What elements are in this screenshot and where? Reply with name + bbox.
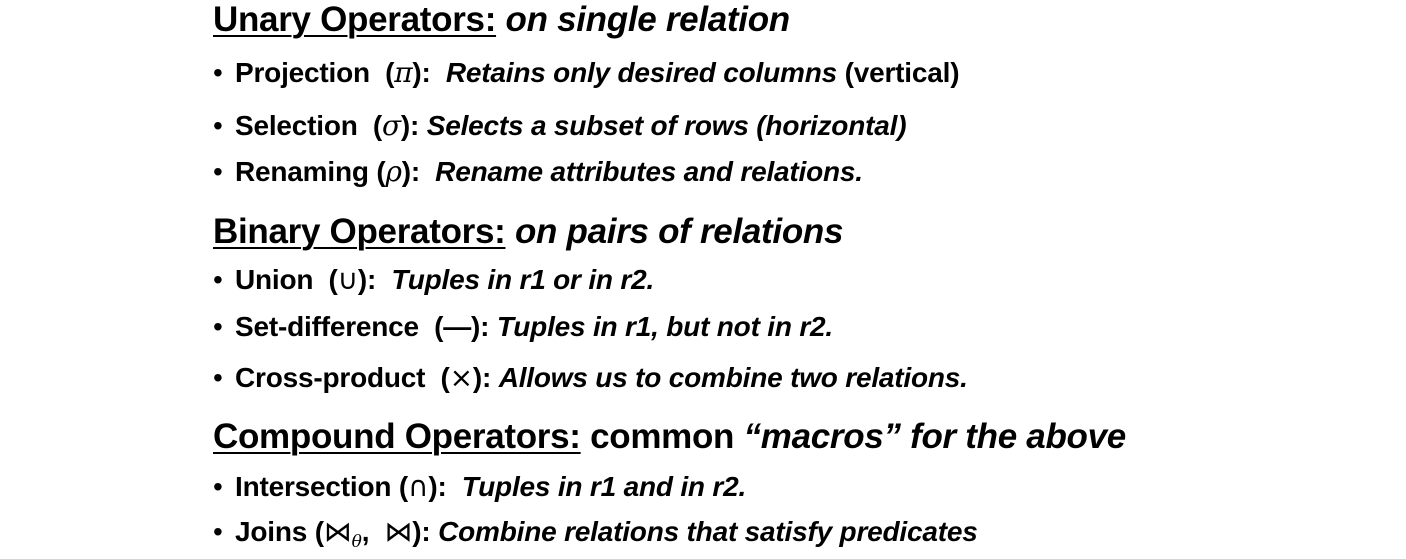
pi-symbol: π: [394, 56, 413, 89]
binary-operators-subtitle: on pairs of relations: [514, 212, 844, 251]
compound-operators-subtitle-plain: common: [590, 417, 735, 456]
operator-description: Tuples in r1, but not in r2.: [496, 311, 833, 342]
bullet-selection: •Selection (σ): Selects a subset of rows…: [213, 109, 907, 142]
bullet-renaming: •Renaming (ρ): Rename attributes and rel…: [213, 155, 863, 188]
binary-operators-title: Binary Operators:: [213, 212, 506, 251]
union-symbol: ∪: [337, 263, 358, 296]
operator-extra: (vertical): [844, 57, 960, 88]
operator-name: Renaming: [235, 156, 369, 187]
operator-name: Set-difference: [235, 311, 419, 342]
bullet-dot: •: [213, 362, 223, 393]
unary-operators-subtitle: on single relation: [505, 0, 791, 39]
operator-description: Retains only desired columns: [445, 57, 838, 88]
bullet-intersection: •Intersection (∩): Tuples in r1 and in r…: [213, 470, 747, 503]
unary-operators-title: Unary Operators:: [213, 0, 497, 39]
bullet-dot: •: [213, 311, 223, 342]
operator-name: Selection: [235, 110, 358, 141]
operator-description: Allows us to combine two relations.: [498, 362, 968, 393]
operator-name: Cross-product: [235, 362, 426, 393]
bullet-cross-product: •Cross-product (×): Allows us to combine…: [213, 361, 968, 394]
rho-symbol: ρ: [385, 155, 402, 188]
bullet-set-difference: •Set-difference (—): Tuples in r1, but n…: [213, 311, 833, 342]
operator-name: Intersection: [235, 471, 392, 502]
bullet-projection: •Projection (π): Retains only desired co…: [213, 56, 960, 89]
compound-operators-subtitle-italic: “macros” for the above: [743, 417, 1127, 456]
compound-operators-heading: Compound Operators: common “macros” for …: [213, 417, 1126, 457]
operator-name: Joins: [235, 516, 308, 547]
operator-description: Tuples in r1 and in r2.: [461, 471, 747, 502]
bullet-dot: •: [213, 471, 223, 502]
theta-subscript: θ: [351, 532, 362, 552]
bullet-dot: •: [213, 516, 223, 547]
bullet-dot: •: [213, 110, 223, 141]
operator-name: Projection: [235, 57, 370, 88]
unary-operators-heading: Unary Operators: on single relation: [213, 0, 790, 40]
operator-name: Union: [235, 264, 314, 295]
binary-operators-heading: Binary Operators: on pairs of relations: [213, 212, 843, 252]
theta-join-symbol: ⋈: [323, 515, 352, 548]
operator-description: Rename attributes and relations.: [435, 156, 863, 187]
operator-description: Selects a subset of rows (horizontal): [426, 110, 907, 141]
operator-description: Combine relations that satisfy predicate…: [438, 516, 978, 547]
sigma-symbol: σ: [381, 109, 401, 142]
compound-operators-title: Compound Operators:: [213, 417, 581, 456]
intersection-symbol: ∩: [408, 470, 429, 503]
bullet-union: •Union (∪): Tuples in r1 or in r2.: [213, 263, 655, 296]
natural-join-symbol: ⋈: [384, 515, 413, 548]
times-symbol: ×: [449, 361, 473, 394]
bullet-dot: •: [213, 57, 223, 88]
minus-symbol: —: [443, 311, 472, 342]
bullet-dot: •: [213, 156, 223, 187]
operator-description: Tuples in r1 or in r2.: [391, 264, 655, 295]
bullet-joins: •Joins (⋈θ, ⋈): Combine relations that s…: [213, 515, 978, 552]
bullet-dot: •: [213, 264, 223, 295]
